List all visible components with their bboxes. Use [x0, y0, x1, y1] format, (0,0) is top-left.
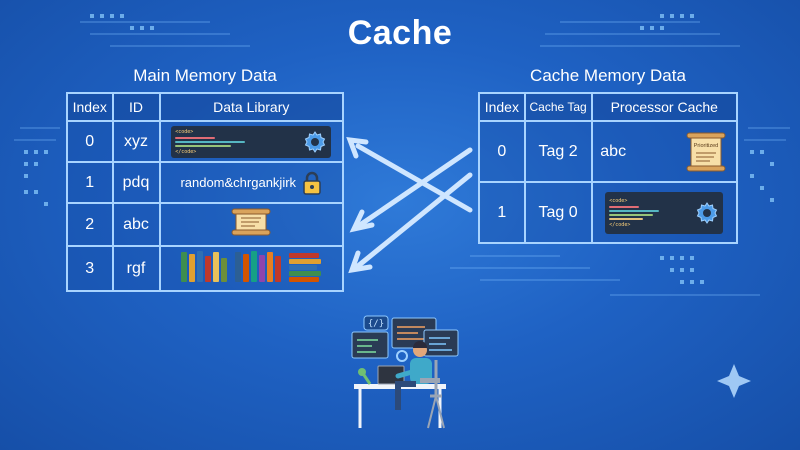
table-row: 0 xyz <code> </code>	[66, 120, 344, 163]
row-index: 1	[66, 161, 114, 204]
code-open-tag: <code>	[609, 197, 628, 204]
books-icon	[181, 250, 322, 282]
row-index: 0	[66, 120, 114, 163]
header-id: ID	[111, 92, 161, 122]
gear-icon	[305, 130, 326, 153]
row-library	[158, 245, 344, 292]
gear-icon	[697, 201, 718, 224]
scroll-label: Prioritized	[694, 143, 718, 149]
table-row: 0 Tag 2 abc Prioritized	[478, 120, 739, 183]
row-index: 3	[66, 245, 114, 292]
arrow-cache0-to-main2	[349, 147, 473, 233]
arrow-cache1-to-main0	[346, 137, 473, 213]
scroll-icon	[231, 208, 271, 236]
library-text: random&chrgankjirk	[180, 175, 297, 190]
cache-memory-title: Cache Memory Data	[530, 66, 686, 85]
row-library: <code> </code>	[158, 120, 344, 163]
table-row: 2 abc	[66, 202, 344, 247]
row-processor-cache: abc Prioritized	[590, 120, 739, 183]
table-header-row: Index Cache Tag Processor Cache	[478, 92, 739, 122]
code-close-tag: </code>	[609, 221, 631, 228]
table-row: 1 pdq random&chrgankjirk	[66, 161, 344, 204]
row-tag: Tag 2	[523, 120, 593, 183]
row-processor-cache: <code> </code>	[590, 181, 739, 244]
header-processor-cache: Processor Cache	[590, 92, 739, 122]
header-index: Index	[66, 92, 114, 122]
prioritized-scroll-icon: Prioritized	[686, 132, 726, 171]
table-row: 3 rgf	[66, 245, 344, 292]
row-index: 2	[66, 202, 114, 247]
table-row: 1 Tag 0 <code> </code>	[478, 181, 739, 244]
row-id: rgf	[111, 245, 161, 292]
row-index: 0	[478, 120, 526, 183]
row-id: xyz	[111, 120, 161, 163]
header-cache-tag: Cache Tag	[523, 92, 593, 122]
code-close-tag: </code>	[175, 148, 197, 155]
code-gear-icon: <code> </code>	[171, 125, 332, 158]
row-index: 1	[478, 181, 526, 244]
table-header-row: Index ID Data Library	[66, 92, 344, 122]
main-memory-table: Index ID Data Library 0 xyz <code> </cod…	[66, 92, 344, 292]
page-title: Cache	[347, 14, 453, 52]
sparkle-icon	[717, 364, 751, 398]
cache-memory-table: Index Cache Tag Processor Cache 0 Tag 2 …	[478, 92, 739, 244]
header-data-library: Data Library	[158, 92, 344, 122]
row-id: pdq	[111, 161, 161, 204]
code-gear-icon: <code> </code>	[605, 191, 724, 234]
code-badge: {/}	[368, 319, 384, 329]
main-memory-title: Main Memory Data	[133, 66, 277, 85]
code-open-tag: <code>	[175, 128, 194, 135]
row-library	[158, 202, 344, 247]
lock-icon	[303, 171, 321, 195]
cache-value: abc	[600, 142, 627, 160]
row-library: random&chrgankjirk	[158, 161, 344, 204]
header-index: Index	[478, 92, 526, 122]
row-id: abc	[111, 202, 161, 247]
row-tag: Tag 0	[523, 181, 593, 244]
arrow-cache1-to-main3	[348, 172, 473, 274]
